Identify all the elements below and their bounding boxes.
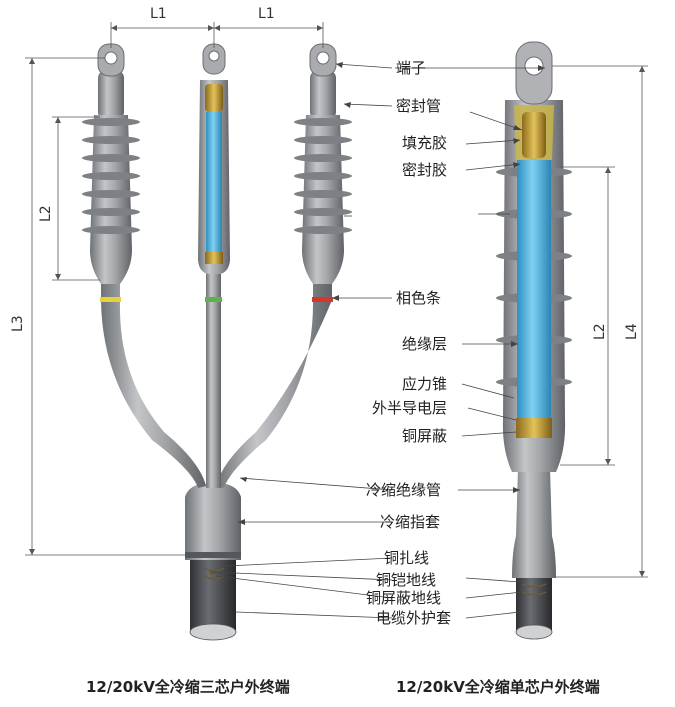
left-termination-phase-3 (294, 43, 352, 284)
right-termination-body (496, 100, 572, 472)
label-copper-binding-wire: 铜扎线 (384, 549, 430, 567)
leader-lines (211, 63, 545, 619)
left-termination-phase-2-cutaway (198, 43, 230, 274)
label-shield-ground-wire: 铜屏蔽地线 (366, 589, 442, 607)
dim-l1-left: L1 (150, 6, 167, 22)
caption-three-core: 12/20kV全冷缩三芯户外终端 (86, 678, 290, 696)
label-terminal-lug: 端子 (396, 59, 427, 77)
label-phase-color-strip: 相色条 (396, 289, 442, 307)
label-sealant: 密封胶 (402, 161, 448, 179)
dimension-arrows (29, 25, 645, 577)
dim-l2-right: L2 (592, 323, 608, 340)
dimension-lines (25, 22, 648, 578)
leader-arrowheads (238, 62, 545, 525)
left-phase-leg-1 (100, 282, 206, 488)
right-copper-wires (521, 583, 547, 596)
label-copper-shield: 铜屏蔽 (402, 427, 448, 445)
left-breakout-boot (185, 484, 241, 560)
right-terminal-lug (515, 41, 553, 105)
right-cable-sheath (515, 575, 553, 640)
dim-l1-right: L1 (258, 6, 275, 22)
left-phase-leg-3 (216, 282, 333, 488)
left-cable-sheath (189, 555, 237, 641)
label-insulation-layer: 绝缘层 (402, 335, 448, 353)
label-cold-shrink-breakout: 冷缩指套 (380, 513, 441, 531)
label-sealing-tube: 密封管 (396, 97, 442, 115)
label-armor-ground-wire: 铜铠地线 (376, 571, 437, 589)
caption-single-core: 12/20kV全冷缩单芯户外终端 (396, 678, 600, 696)
dim-l2-left: L2 (38, 205, 54, 222)
label-stress-cone: 应力锥 (402, 375, 448, 393)
dim-l3: L3 (10, 315, 26, 332)
label-filler-compound: 填充胶 (402, 134, 448, 152)
right-cold-shrink-tube (512, 468, 556, 578)
label-cable-outer-sheath: 电缆外护套 (376, 609, 452, 627)
dim-l4: L4 (624, 323, 640, 340)
left-termination-phase-1 (82, 43, 140, 284)
left-phase-leg-2 (205, 270, 222, 488)
label-cold-shrink-insulation-tube: 冷缩绝缘管 (366, 481, 442, 499)
label-outer-semiconductive-layer: 外半导电层 (372, 399, 448, 417)
